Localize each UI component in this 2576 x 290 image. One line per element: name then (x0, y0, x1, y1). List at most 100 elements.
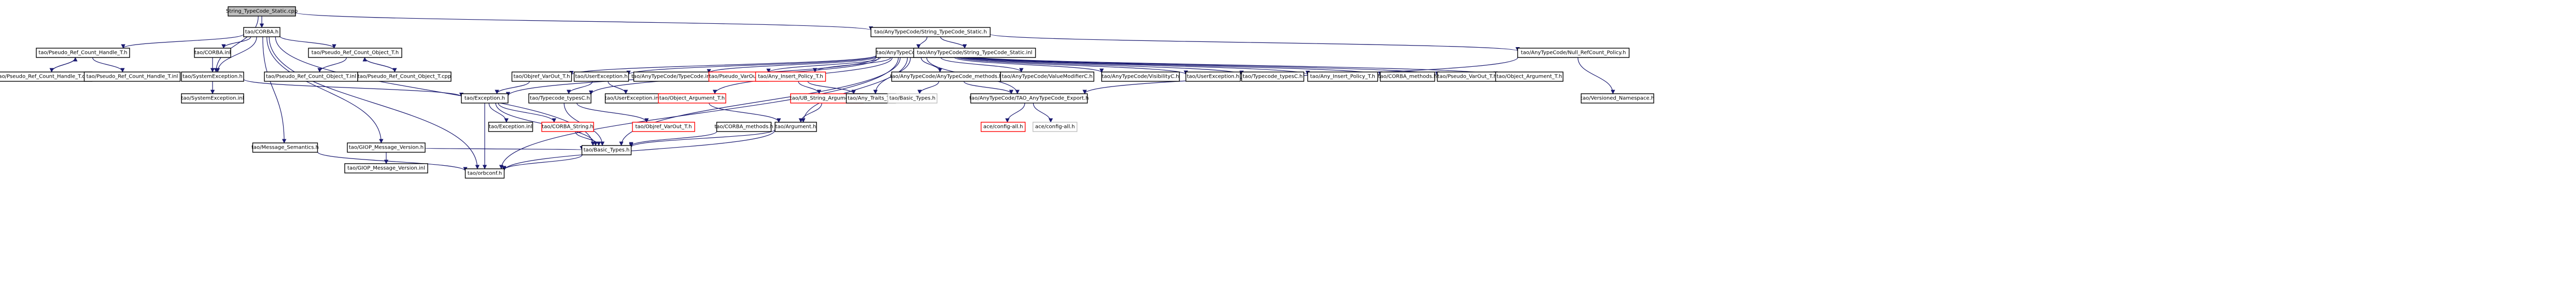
node-any-traits-h[interactable]: tao/Any_Traits_T.h (846, 93, 896, 104)
node-null-policy-h[interactable]: tao/AnyTypeCode/Null_RefCount_Policy.h (1517, 48, 1630, 58)
node-argument-h[interactable]: tao/Argument.h (775, 122, 817, 132)
edge-any_insert_h-to-ub_string_arg_h (798, 81, 822, 94)
node-object-arg-missing[interactable]: tao/Object_Argument_T.h (658, 93, 726, 104)
node-message-sem-h[interactable]: tao/Message_Semantics.h (251, 142, 319, 153)
node-valuemodifier-h[interactable]: tao/AnyTypeCode/ValueModifierC.h (1000, 71, 1094, 82)
node-box (243, 27, 280, 37)
node-label: tao/Any_Traits_T.h (848, 96, 894, 102)
node-label: tao/Typecode_typesC.h (1243, 74, 1303, 80)
node-pseudo-handle-cpp[interactable]: tao/Pseudo_Ref_Count_Handle_T.cpp (0, 71, 93, 82)
node-any-insert-h[interactable]: tao/Any_Insert_Policy_T.h (755, 71, 826, 82)
node-user-exc-h[interactable]: tao/UserException.h (573, 71, 629, 82)
edge-root-to-system_exc_h (214, 16, 259, 72)
node-label: tao/Versioned_Namespace.h (1581, 96, 1654, 102)
node-object-arg-h[interactable]: tao/Object_Argument_T.h (1495, 71, 1564, 82)
node-box (181, 93, 244, 104)
node-any-static-h[interactable]: tao/AnyTypeCode/String_TypeCode_Static.h (870, 27, 991, 37)
edge-corba_string_h-to-basic_types_h (575, 131, 601, 146)
node-basic-types-h[interactable]: tao/Basic_Types.h (581, 145, 632, 155)
node-label: tao/SystemException.h (182, 74, 243, 80)
edge-tao_export_h-to-ace_config_all2 (1033, 103, 1053, 123)
node-corba-methods-h2[interactable]: tao/CORBA_methods.h (714, 122, 773, 132)
node-label: tao/Any_Insert_Policy_T.h (758, 74, 823, 80)
node-pseudo-var-h[interactable]: tao/Pseudo_VarOut_T.h (1437, 71, 1498, 82)
node-system-exc-h[interactable]: tao/SystemException.h (181, 71, 244, 82)
node-label: tao/Any_Insert_Policy_T.h (1310, 74, 1375, 80)
node-pseudo-handle-inl[interactable]: tao/Pseudo_Ref_Count_Handle_T.inl (83, 71, 181, 82)
edge-pseudo_handle_h-to-pseudo_handle_inl (92, 57, 125, 72)
node-user-exc-h2[interactable]: tao/UserException.h (1185, 71, 1241, 82)
node-ace-config-all2[interactable]: ace/config-all.h (1032, 122, 1078, 132)
node-tao-export-h[interactable]: tao/AnyTypeCode/TAO_AnyTypeCode_Export.h (969, 93, 1089, 104)
node-string-static-h[interactable]: tao/AnyTypeCode/String_TypeCode_Static.i… (913, 48, 1036, 58)
node-exception-inl[interactable]: tao/Exception.inl (488, 122, 533, 132)
node-orbconf-h[interactable]: tao/orbconf.h (464, 168, 505, 179)
node-corba-inl[interactable]: tao/CORBA.inl (194, 48, 231, 58)
node-box (1241, 71, 1304, 82)
edge-user_exc_h-to-typecode_typesc_h2 (566, 81, 593, 94)
node-typecode-typesc-h2[interactable]: tao/Typecode_typesC.h (528, 93, 592, 104)
edge-objref_var_h-to-exception_h (495, 81, 530, 94)
node-ace-config-all[interactable]: ace/config-all.h (980, 122, 1026, 132)
node-box (357, 71, 452, 82)
node-label: tao/Pseudo_VarOut_T.h (1438, 74, 1497, 80)
node-typecode-typesc-h[interactable]: tao/Typecode_typesC.h (1241, 71, 1304, 82)
node-label: tao/AnyTypeCode/TAO_AnyTypeCode_Export.h (969, 96, 1089, 102)
node-user-exc-inl[interactable]: tao/UserException.inl (605, 93, 660, 104)
node-label: tao/AnyTypeCode/TypeCode.inl (631, 74, 711, 80)
edge-any_typecode_h-to-any_insert_h2 (953, 54, 1310, 76)
edge-corba_methods_h2-to-basic_types_h (629, 131, 717, 147)
node-pseudo-handle-h[interactable]: tao/Pseudo_Ref_Count_Handle_T.h (36, 48, 130, 58)
node-box (1000, 71, 1094, 82)
node-versioned-ns-h[interactable]: tao/Versioned_Namespace.h (1581, 93, 1654, 104)
edge-any_typecode_h-to-corba_methods_h (953, 54, 1383, 76)
edge-argument_h-to-basic_types_h (629, 129, 776, 148)
node-basic-types-h2[interactable]: tao/Basic_Types.h (887, 93, 938, 104)
node-tc-methods-h[interactable]: tao/AnyTypeCode/AnyTypeCode_methods.h (890, 71, 1003, 82)
node-label: tao/AnyTypeCode/ValueModifierC.h (1002, 74, 1093, 80)
edge-user_exc_h-to-user_exc_inl (608, 81, 628, 94)
edge-corba_h-to-message_sem_h (262, 36, 287, 143)
node-label: tao/Pseudo_Ref_Count_Handle_T.cpp (0, 74, 91, 80)
edge-any_static_h-to-null_policy_h (990, 34, 1520, 52)
edge-any_typecode_h-to-user_exc_h2 (953, 55, 1188, 75)
node-box (775, 122, 817, 132)
node-pseudo-obj-inl[interactable]: tao/Pseudo_Ref_Count_Object_T.inl (264, 71, 358, 82)
node-box (1517, 48, 1630, 58)
edge-null_policy_h-to-versioned_ns_h (1578, 57, 1615, 94)
node-corba-methods-h[interactable]: tao/CORBA_methods.h (1378, 71, 1437, 82)
edge-any_static_h-to-any_typecode_h (916, 36, 927, 49)
node-label: tao/CORBA_methods.h (714, 124, 773, 130)
node-box (1185, 71, 1241, 82)
node-giop-version-h[interactable]: tao/GIOP_Message_Version.h (347, 142, 426, 153)
node-system-exc-inl[interactable]: tao/SystemException.inl (181, 93, 244, 104)
node-label: tao/CORBA_String.h (542, 124, 593, 130)
edge-corba_h-to-corba_inl (221, 36, 251, 49)
edge-argument_h-to-orbconf_h (502, 129, 776, 171)
node-objref-var-h[interactable]: tao/Objref_VarOut_T.h (511, 71, 572, 82)
node-label: tao/GIOP_Message_Version.inl (347, 166, 425, 171)
node-pseudo-obj-cpp[interactable]: tao/Pseudo_Ref_Count_Object_T.cpp (357, 71, 452, 82)
node-box (461, 93, 509, 104)
node-objref-varout-missing[interactable]: tao/Objref_VarOut_T.h (632, 122, 695, 132)
edge-any_typecode_h-to-tc_methods_h (921, 57, 942, 72)
edge-any_typecode_h-to-orbconf_h (499, 57, 899, 169)
node-box (632, 122, 695, 132)
edge-any_typecode_h-to-objref_var_h (569, 55, 877, 76)
node-label: tao/GIOP_Message_Version.h (349, 145, 424, 151)
node-label: tao/Exception.h (464, 96, 505, 102)
node-label: tao/CORBA_methods.h (1378, 74, 1437, 80)
node-label: tao/Object_Argument_T.h (659, 96, 725, 102)
node-any-typecode-inl[interactable]: tao/AnyTypeCode/TypeCode.inl (631, 71, 711, 82)
node-visibility-h[interactable]: tao/AnyTypeCode/VisibilityC.h (1101, 71, 1180, 82)
node-any-insert-h2[interactable]: tao/Any_Insert_Policy_T.h (1307, 71, 1378, 82)
edge-corba_h-to-pseudo_obj_h (279, 36, 336, 49)
edge-exception_h-to-exception_inl (488, 103, 509, 123)
node-label: tao/Pseudo_Ref_Count_Handle_T.h (38, 50, 127, 56)
node-giop-version-inl[interactable]: tao/GIOP_Message_Version.inl (344, 163, 428, 173)
edge-pseudo_obj_h-to-pseudo_obj_inl (317, 57, 347, 72)
node-corba-string-h[interactable]: tao/CORBA_String.h (541, 122, 594, 132)
node-corba-h[interactable]: tao/CORBA.h (243, 27, 280, 37)
node-pseudo-obj-h[interactable]: tao/Pseudo_Ref_Count_Object_T.h (308, 48, 402, 58)
node-exception-h[interactable]: tao/Exception.h (461, 93, 509, 104)
